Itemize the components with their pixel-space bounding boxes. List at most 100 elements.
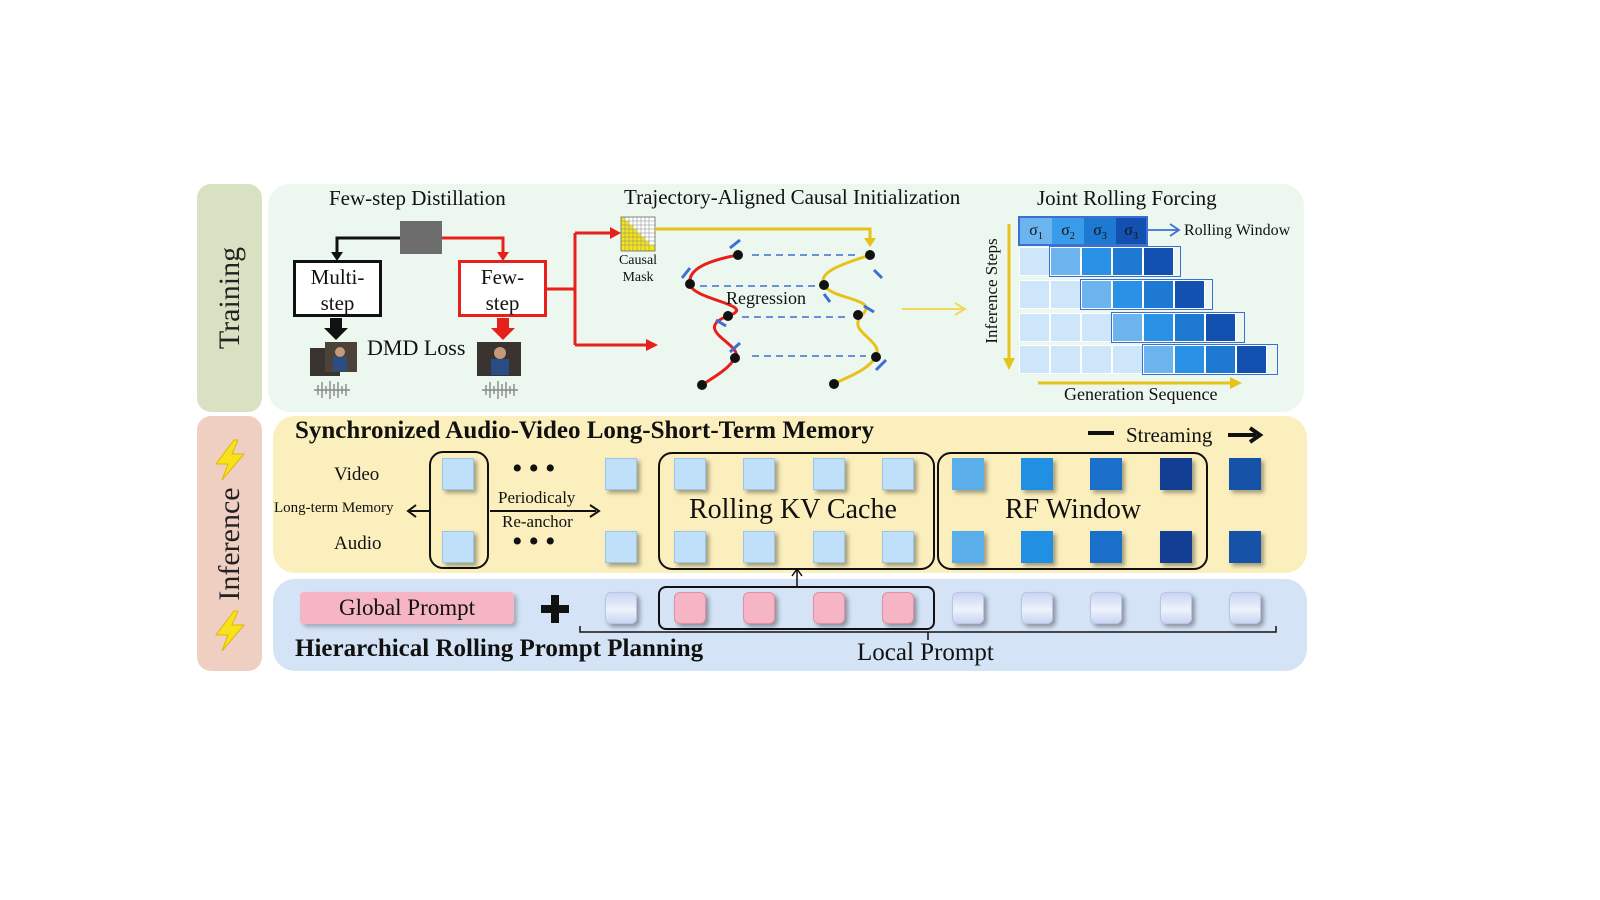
prompt-token — [952, 592, 984, 624]
sigma-cell: σ3 — [1084, 218, 1116, 244]
training-sidebar: Training — [197, 184, 262, 412]
generation-sequence-axis — [1038, 377, 1242, 389]
audio-token — [605, 531, 637, 563]
future-audio-token — [1229, 531, 1261, 563]
video-label: Video — [334, 464, 380, 485]
grid-cell — [1143, 247, 1174, 276]
grid-cell — [1143, 345, 1174, 374]
grid-cell — [1019, 345, 1050, 374]
grid-cell — [1143, 313, 1174, 342]
lightning-icon — [215, 610, 246, 652]
grid-cell — [1050, 280, 1081, 309]
few-step-title: Few-step Distillation — [329, 186, 506, 210]
grid-cell — [1081, 280, 1112, 309]
grid-cell — [1205, 345, 1236, 374]
grid-cell — [1143, 280, 1174, 309]
prompt-token — [1229, 592, 1261, 624]
inference-sidebar: Inference — [197, 416, 262, 671]
memory-title: Synchronized Audio-Video Long-Short-Term… — [295, 417, 874, 444]
grid-cell — [1112, 313, 1143, 342]
window-frame — [1142, 344, 1278, 375]
rf-audio-token — [1021, 531, 1053, 563]
kv-audio-token — [743, 531, 775, 563]
rolling-window-arrow — [1148, 223, 1181, 237]
grid-cell — [1174, 280, 1205, 309]
rf-audio-token — [1090, 531, 1122, 563]
local-prompt-brace — [579, 626, 1277, 640]
grid-cell — [1050, 313, 1081, 342]
video-ellipsis: ••• — [512, 452, 562, 485]
audio-ellipsis: ••• — [512, 525, 562, 558]
local-prompt-token — [882, 592, 914, 624]
re-anchor-label: Re-anchor — [502, 512, 573, 531]
rf-window-label: RF Window — [1005, 494, 1142, 525]
prompt-token — [1021, 592, 1053, 624]
rf-video-token — [1160, 458, 1192, 490]
video-token — [605, 458, 637, 490]
causal-mask-label: Causal Mask — [618, 253, 658, 285]
kv-audio-token — [882, 531, 914, 563]
plus-icon — [541, 595, 569, 623]
local-prompt-label: Local Prompt — [857, 639, 994, 666]
prompt-token — [1160, 592, 1192, 624]
causal-mask-grid — [620, 216, 656, 252]
few-step-box: Few- step — [458, 260, 547, 317]
memory-video-token — [442, 458, 474, 490]
grid-cell — [1174, 313, 1205, 342]
regression-label: Regression — [726, 288, 806, 308]
grid-cell — [1019, 280, 1050, 309]
prompt-token — [1090, 592, 1122, 624]
local-prompt-token — [813, 592, 845, 624]
rf-audio-token — [1160, 531, 1192, 563]
kv-video-token — [882, 458, 914, 490]
sigma-cell: σ2 — [1052, 218, 1084, 244]
inference-steps-axis — [1003, 224, 1015, 370]
rf-video-token — [1090, 458, 1122, 490]
grid-cell — [1112, 247, 1143, 276]
grid-cell — [1019, 313, 1050, 342]
kv-audio-token — [674, 531, 706, 563]
lightning-icon — [215, 439, 246, 481]
kv-video-token — [674, 458, 706, 490]
rf-video-token — [952, 458, 984, 490]
sigma-header: σ1 σ2 σ3 σ3 — [1018, 216, 1148, 246]
grid-cell — [1081, 247, 1112, 276]
periodically-label: Periodicaly — [498, 488, 576, 507]
prompt-title: Hierarchical Rolling Prompt Planning — [295, 635, 704, 662]
rolling-window-label: Rolling Window — [1184, 222, 1291, 239]
future-video-token — [1229, 458, 1261, 490]
grid-cell — [1174, 345, 1205, 374]
window-frame — [1049, 246, 1181, 277]
rolling-kv-cache-label: Rolling KV Cache — [689, 494, 897, 525]
trajectory-title: Trajectory-Aligned Causal Initialization — [624, 185, 961, 209]
long-term-memory-frame — [429, 451, 489, 569]
local-prompt-token — [743, 592, 775, 624]
memory-audio-token — [442, 531, 474, 563]
streaming-label: Streaming — [1126, 423, 1213, 447]
window-frame — [1111, 312, 1245, 343]
grid-cell — [1081, 345, 1112, 374]
grid-cell — [1236, 345, 1267, 374]
long-term-memory-label: Long-term Memory — [274, 500, 394, 516]
multi-step-box: Multi- step — [293, 260, 382, 317]
kv-video-token — [813, 458, 845, 490]
audio-label: Audio — [334, 533, 382, 554]
rf-audio-token — [952, 531, 984, 563]
local-prompt-token — [674, 592, 706, 624]
joint-title: Joint Rolling Forcing — [1037, 186, 1217, 210]
grid-cell — [1112, 280, 1143, 309]
generation-sequence-label: Generation Sequence — [1064, 384, 1218, 404]
sigma-cell: σ3 — [1116, 218, 1146, 244]
rf-window-frame — [937, 452, 1208, 570]
global-prompt-box: Global Prompt — [300, 592, 514, 624]
sigma-cell: σ1 — [1020, 218, 1052, 244]
streaming-dash — [1088, 431, 1114, 435]
grid-cell — [1205, 313, 1236, 342]
dmd-loss-label: DMD Loss — [367, 335, 466, 360]
current-prompt-frame — [658, 586, 935, 630]
grid-cell — [1050, 247, 1081, 276]
prompt-token — [605, 592, 637, 624]
